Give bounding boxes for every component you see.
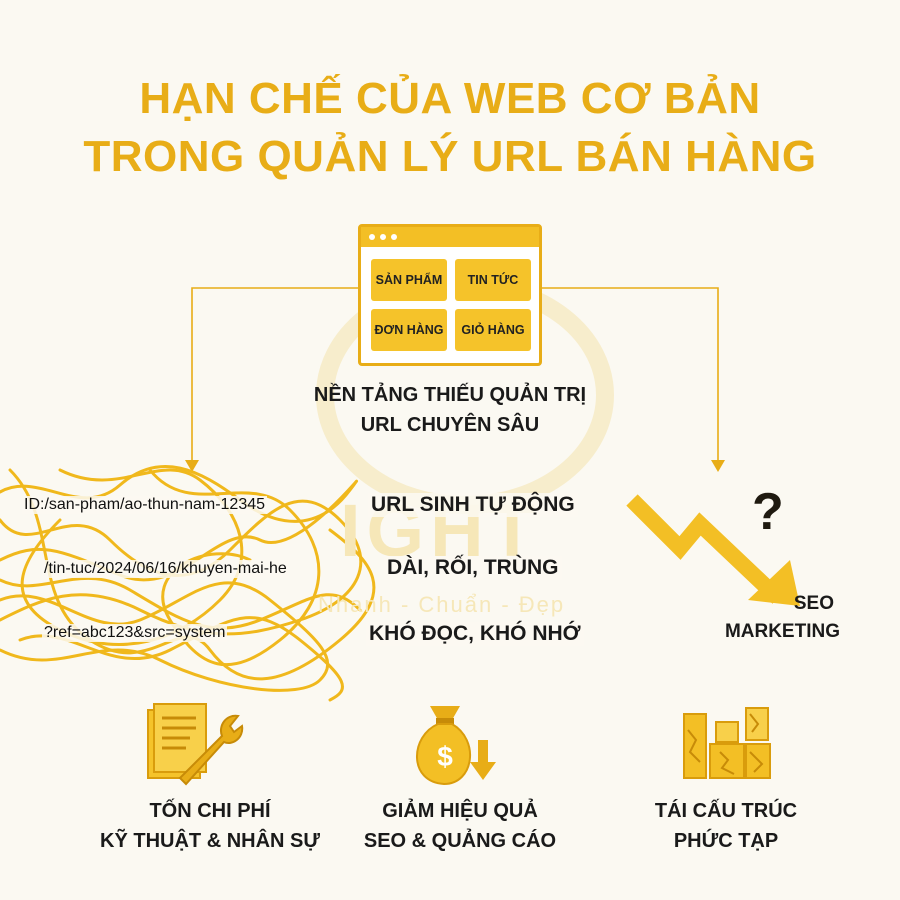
platform-label-line-2: URL CHUYÊN SÂU — [360, 414, 540, 436]
bottom-label-cost: TỐN CHI PHÍ KỸ THUẬT & NHÂN SỰ — [80, 796, 340, 856]
arrowhead-right — [711, 460, 725, 472]
connector-left — [191, 287, 358, 462]
trend-down-arrow — [626, 494, 784, 604]
document-wrench-icon — [140, 700, 250, 790]
bottom-label-restructure: TÁI CẤU TRÚC PHỨC TẠP — [596, 796, 856, 856]
trend-down-arrowhead — [748, 560, 800, 606]
question-mark-icon: ? — [752, 483, 784, 541]
bottom-label-seo-line-1: GIẢM HIỆU QUẢ — [382, 800, 538, 822]
svg-text:$: $ — [437, 741, 453, 772]
seo-label: SEO — [793, 593, 834, 614]
url-example-2: /tin-tuc/2024/06/16/khuyen-mai-he — [42, 560, 289, 578]
broken-blocks-icon — [676, 700, 786, 790]
marketing-label: MARKETING — [724, 621, 840, 642]
watermark-slogan: Nhanh - Chuẩn - Đẹp — [318, 592, 566, 617]
bottom-label-seo: GIẢM HIỆU QUẢ SEO & QUẢNG CÁO — [330, 796, 590, 856]
bottom-label-restructure-line-1: TÁI CẤU TRÚC — [654, 800, 798, 822]
money-bag-down-icon: $ — [400, 700, 510, 790]
issue-auto-generated: URL SINH TỰ ĐỘNG — [368, 493, 578, 517]
browser-titlebar — [361, 227, 539, 247]
tile-tin-tuc: TIN TỨC — [455, 259, 531, 301]
window-dot-icon — [369, 234, 375, 240]
tile-don-hang: ĐƠN HÀNG — [371, 309, 447, 351]
issue-long-messy: DÀI, RỐI, TRÙNG — [384, 556, 562, 580]
bottom-label-seo-line-2: SEO & QUẢNG CÁO — [363, 830, 557, 852]
browser-window-illustration: SẢN PHẨM TIN TỨC ĐƠN HÀNG GIỎ HÀNG — [358, 224, 542, 366]
window-dot-icon — [380, 234, 386, 240]
bottom-label-cost-line-2: KỸ THUẬT & NHÂN SỰ — [100, 830, 320, 852]
url-example-3: ?ref=abc123&src=system — [42, 624, 228, 642]
platform-label-line-1: NỀN TẢNG THIẾU QUẢN TRỊ — [313, 384, 587, 406]
connector-right — [542, 287, 719, 462]
url-example-1: ID:/san-pham/ao-thun-nam-12345 — [22, 496, 268, 514]
tile-gio-hang: GIỎ HÀNG — [455, 309, 531, 351]
issue-hard-to-read: KHÓ ĐỌC, KHÓ NHỚ — [366, 622, 584, 646]
title-line-1: HẠN CHẾ CỦA WEB CƠ BẢN — [139, 74, 761, 123]
seo-marketing-label: SEO MARKETING — [700, 590, 840, 646]
title-line-2: TRONG QUẢN LÝ URL BÁN HÀNG — [83, 132, 817, 181]
arrowhead-left — [185, 460, 199, 472]
platform-label: NỀN TẢNG THIẾU QUẢN TRỊ URL CHUYÊN SÂU — [250, 380, 650, 440]
page-title: HẠN CHẾ CỦA WEB CƠ BẢN TRONG QUẢN LÝ URL… — [0, 70, 900, 186]
window-dot-icon — [391, 234, 397, 240]
bottom-label-restructure-line-2: PHỨC TẠP — [673, 830, 779, 852]
bottom-label-cost-line-1: TỐN CHI PHÍ — [149, 800, 271, 822]
tile-san-pham: SẢN PHẨM — [371, 259, 447, 301]
